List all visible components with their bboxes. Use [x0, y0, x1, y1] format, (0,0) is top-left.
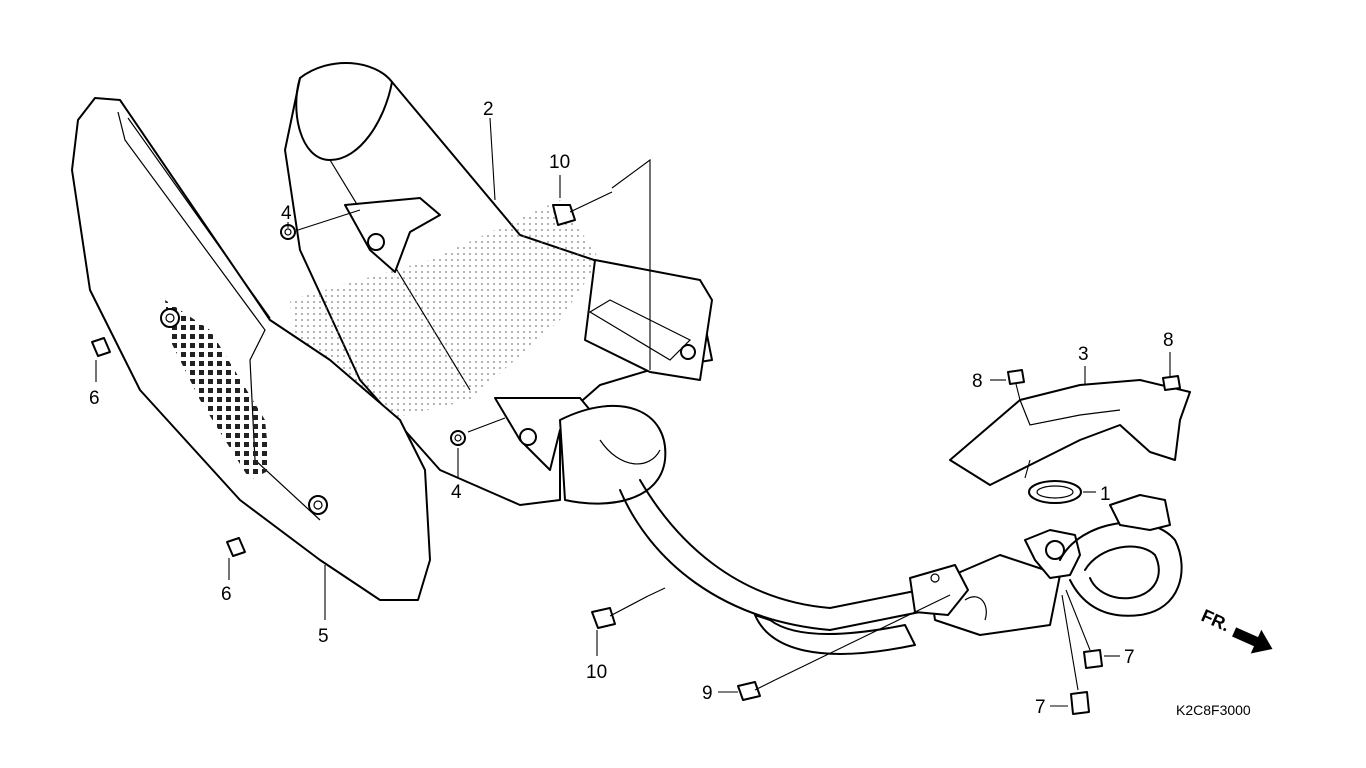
callout-4-upper: 4	[281, 203, 292, 224]
callout-6-upper: 6	[89, 388, 100, 409]
callout-1: 1	[1100, 484, 1111, 505]
callout-3: 3	[1078, 344, 1089, 365]
muffler-protector	[71, 97, 431, 601]
callout-8-left: 8	[972, 371, 983, 392]
muffler	[284, 61, 713, 506]
gasket	[1028, 480, 1082, 504]
callout-5: 5	[318, 626, 329, 647]
callout-9: 9	[702, 683, 713, 704]
callout-7-upper: 7	[1124, 647, 1135, 668]
callout-2: 2	[483, 99, 494, 120]
callout-4-lower: 4	[451, 482, 462, 503]
heat-guard	[949, 379, 1191, 486]
fasteners	[91, 191, 1181, 715]
front-arrow-icon	[1232, 627, 1273, 654]
front-direction-indicator: FR.	[1198, 605, 1273, 654]
diagram-code: K2C8F3000	[1176, 702, 1251, 718]
callout-6-lower: 6	[221, 584, 232, 605]
callout-10-lower: 10	[586, 662, 607, 683]
exhaust-pipe	[619, 479, 1183, 655]
callout-7-lower: 7	[1035, 697, 1046, 718]
callout-8-right: 8	[1163, 330, 1174, 351]
leader-lines	[95, 117, 1171, 707]
callout-10-upper: 10	[549, 152, 570, 173]
front-label: FR.	[1198, 605, 1233, 635]
